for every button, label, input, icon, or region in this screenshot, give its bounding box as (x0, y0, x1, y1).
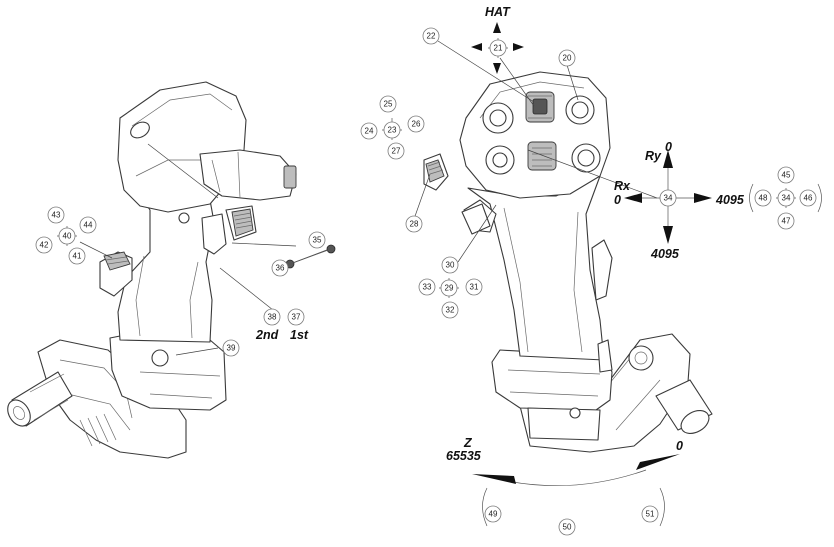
svg-text:45: 45 (782, 171, 791, 180)
svg-text:41: 41 (73, 252, 82, 261)
callout-41: 41 (68, 247, 86, 265)
callout-48: 48 (754, 189, 772, 207)
svg-text:42: 42 (40, 241, 49, 250)
svg-text:31: 31 (470, 283, 479, 292)
svg-text:49: 49 (489, 510, 498, 519)
svg-text:48: 48 (759, 194, 768, 203)
z-min-label: 0 (676, 439, 683, 453)
svg-text:35: 35 (313, 236, 322, 245)
callout-30: 30 (441, 256, 459, 274)
svg-text:24: 24 (365, 127, 374, 136)
svg-text:32: 32 (446, 306, 455, 315)
trigger-second-stage-label: 2nd (255, 328, 279, 342)
callout-34-group: 34 (777, 189, 795, 207)
hat-label: HAT (485, 5, 511, 19)
right-joystick-front-view (423, 71, 713, 453)
hat-arrows (471, 22, 524, 74)
callout-32: 32 (441, 301, 459, 319)
leader-lines (79, 40, 658, 356)
svg-text:36: 36 (276, 264, 285, 273)
ry-max-label: 4095 (650, 247, 680, 261)
svg-text:51: 51 (646, 510, 655, 519)
callout-39: 39 (222, 339, 240, 357)
svg-text:47: 47 (782, 217, 791, 226)
svg-text:37: 37 (292, 313, 301, 322)
svg-text:20: 20 (563, 54, 572, 63)
svg-text:34: 34 (782, 194, 791, 203)
trigger-first-stage-label: 1st (290, 328, 309, 342)
callout-20: 20 (558, 49, 576, 67)
callout-45: 45 (777, 166, 795, 184)
ry-min-label: 0 (665, 140, 672, 154)
svg-text:28: 28 (410, 220, 419, 229)
callout-42: 42 (35, 236, 53, 254)
svg-text:40: 40 (63, 232, 72, 241)
callout-46: 46 (799, 189, 817, 207)
z-rotation-arrow (472, 454, 680, 527)
callout-35: 35 (308, 231, 326, 249)
callout-bubbles: 20 21 22 23 24 25 26 27 28 29 30 31 32 3… (35, 27, 817, 536)
callout-31: 31 (465, 278, 483, 296)
svg-text:46: 46 (804, 194, 813, 203)
callout-21: 21 (489, 39, 507, 57)
callout-37: 37 (287, 308, 305, 326)
svg-text:26: 26 (412, 120, 421, 129)
z-max-label: 65535 (446, 449, 482, 463)
head-buttons (482, 91, 601, 175)
rx-min-label: 0 (614, 193, 621, 207)
svg-text:23: 23 (388, 126, 397, 135)
callout-24: 24 (360, 122, 378, 140)
callout-50: 50 (558, 518, 576, 536)
callout-28: 28 (405, 215, 423, 233)
callout-34-axis: 34 (659, 189, 677, 207)
rx-max-label: 4095 (715, 193, 745, 207)
svg-text:30: 30 (446, 261, 455, 270)
callout-49: 49 (484, 505, 502, 523)
svg-text:21: 21 (494, 44, 503, 53)
callout-38: 38 (263, 308, 281, 326)
callout-22: 22 (422, 27, 440, 45)
callout-36: 36 (271, 259, 289, 277)
svg-text:29: 29 (445, 284, 454, 293)
svg-text:43: 43 (52, 211, 61, 220)
callout-23: 23 (383, 121, 401, 139)
svg-text:33: 33 (423, 283, 432, 292)
rx-label: Rx (614, 179, 631, 193)
callout-43: 43 (47, 206, 65, 224)
svg-text:25: 25 (384, 100, 393, 109)
left-joystick-side-view (7, 81, 297, 459)
callout-40: 40 (58, 227, 76, 245)
svg-text:39: 39 (227, 344, 236, 353)
callout-29: 29 (440, 279, 458, 297)
svg-text:34: 34 (664, 194, 673, 203)
svg-text:38: 38 (268, 313, 277, 322)
callout-27: 27 (387, 142, 405, 160)
button-group-brackets (749, 183, 822, 213)
z-label: Z (463, 436, 473, 450)
svg-text:27: 27 (392, 147, 401, 156)
svg-text:50: 50 (563, 523, 572, 532)
callout-47: 47 (777, 212, 795, 230)
svg-text:22: 22 (427, 32, 436, 41)
callout-26: 26 (407, 115, 425, 133)
callout-33: 33 (418, 278, 436, 296)
callout-44: 44 (79, 216, 97, 234)
svg-text:44: 44 (84, 221, 93, 230)
callout-25: 25 (379, 95, 397, 113)
ry-label: Ry (645, 149, 662, 163)
callout-51: 51 (641, 505, 659, 523)
